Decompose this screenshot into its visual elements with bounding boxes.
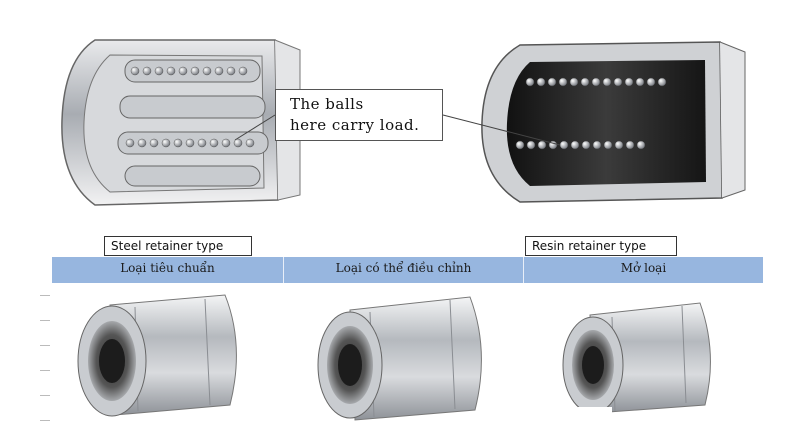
margin-tick xyxy=(40,370,50,371)
resin-retainer-cutaway xyxy=(481,41,746,203)
header-open-type: Mở loại xyxy=(523,257,763,283)
steel-retainer-cutaway xyxy=(61,39,301,206)
header-adjustable-type: Loại có thể điều chỉnh xyxy=(283,257,523,283)
callout-leader-left xyxy=(234,114,276,141)
margin-tick xyxy=(40,420,50,421)
product-header-bar: Loại tiêu chuẩn Loại có thể điều chỉnh M… xyxy=(52,257,763,283)
margin-tick xyxy=(40,295,50,296)
header-standard-type: Loại tiêu chuẩn xyxy=(120,261,215,275)
cutaway-illustrations xyxy=(61,39,746,206)
standard-bushing-image xyxy=(77,294,237,417)
open-bushing-image xyxy=(562,302,711,420)
margin-tick xyxy=(40,345,50,346)
margin-tick xyxy=(40,395,50,396)
product-images xyxy=(77,294,711,421)
resin-retainer-label: Resin retainer type xyxy=(525,236,677,256)
steel-retainer-label: Steel retainer type xyxy=(104,236,252,256)
callout-line-1: The balls xyxy=(290,95,364,113)
callout-leader-right xyxy=(442,114,561,146)
adjustable-bushing-image xyxy=(317,296,482,421)
callout-line-2: here carry load. xyxy=(290,116,420,134)
margin-tick xyxy=(40,320,50,321)
callout-box: The balls here carry load. xyxy=(275,89,443,141)
